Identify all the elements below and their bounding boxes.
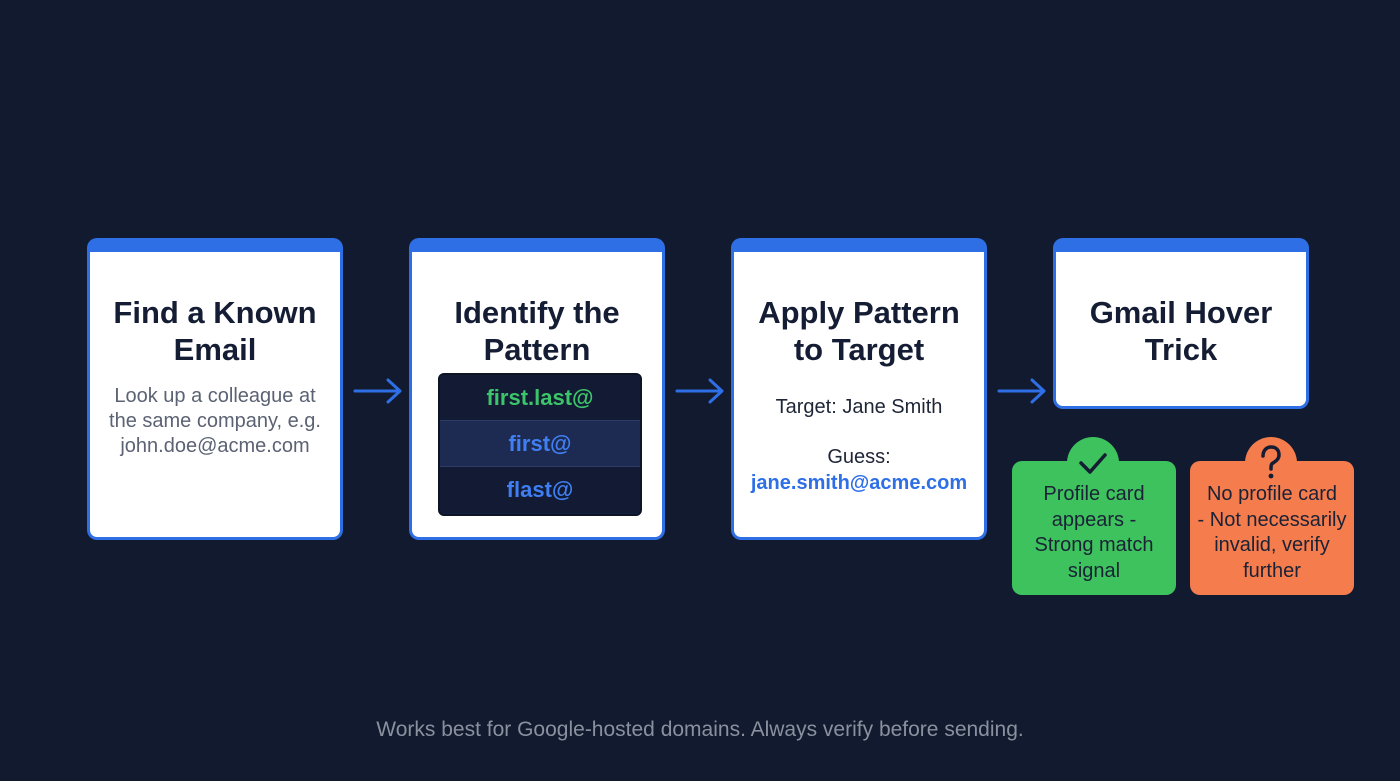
outcome-no-profile-card: No profile card - Not necessarily invali… xyxy=(1190,437,1354,595)
pattern-option: flast@ xyxy=(440,467,640,513)
pattern-option: first.last@ xyxy=(440,375,640,421)
pattern-list: first.last@ first@ flast@ xyxy=(438,373,642,516)
pattern-option: first@ xyxy=(440,421,640,467)
step-card-find-known-email: Find a Known Email Look up a colleague a… xyxy=(87,238,343,540)
outcome-profile-card-appears: Profile card appears - Strong match sign… xyxy=(1012,437,1176,595)
guess-label: Guess: xyxy=(827,446,891,468)
outcome-text: Profile card appears - Strong match sign… xyxy=(1034,483,1154,582)
step-description: Look up a colleague at the same company,… xyxy=(109,385,321,457)
arrow-right-icon xyxy=(675,378,724,404)
step-title: Find a Known Email xyxy=(113,295,317,367)
step-card-identify-pattern: Identify the Pattern first.last@ first@ … xyxy=(409,238,665,540)
step-card-gmail-hover-trick: Gmail Hover Trick xyxy=(1053,238,1309,409)
arrow-right-icon xyxy=(997,378,1046,404)
outcome-text: No profile card - Not necessarily invali… xyxy=(1197,483,1347,582)
arrow-right-icon xyxy=(353,378,402,404)
step-card-apply-pattern: Apply Pattern to Target Target: Jane Smi… xyxy=(731,238,987,540)
footer-note: Works best for Google-hosted domains. Al… xyxy=(376,718,1024,741)
guess-email: jane.smith@acme.com xyxy=(750,472,968,494)
step-title: Gmail Hover Trick xyxy=(1089,295,1273,367)
target-name: Target: Jane Smith xyxy=(775,396,943,418)
step-title: Identify the Pattern xyxy=(454,295,620,367)
check-icon xyxy=(1067,437,1119,489)
step-title: Apply Pattern to Target xyxy=(758,295,960,367)
question-mark-icon xyxy=(1245,437,1297,489)
